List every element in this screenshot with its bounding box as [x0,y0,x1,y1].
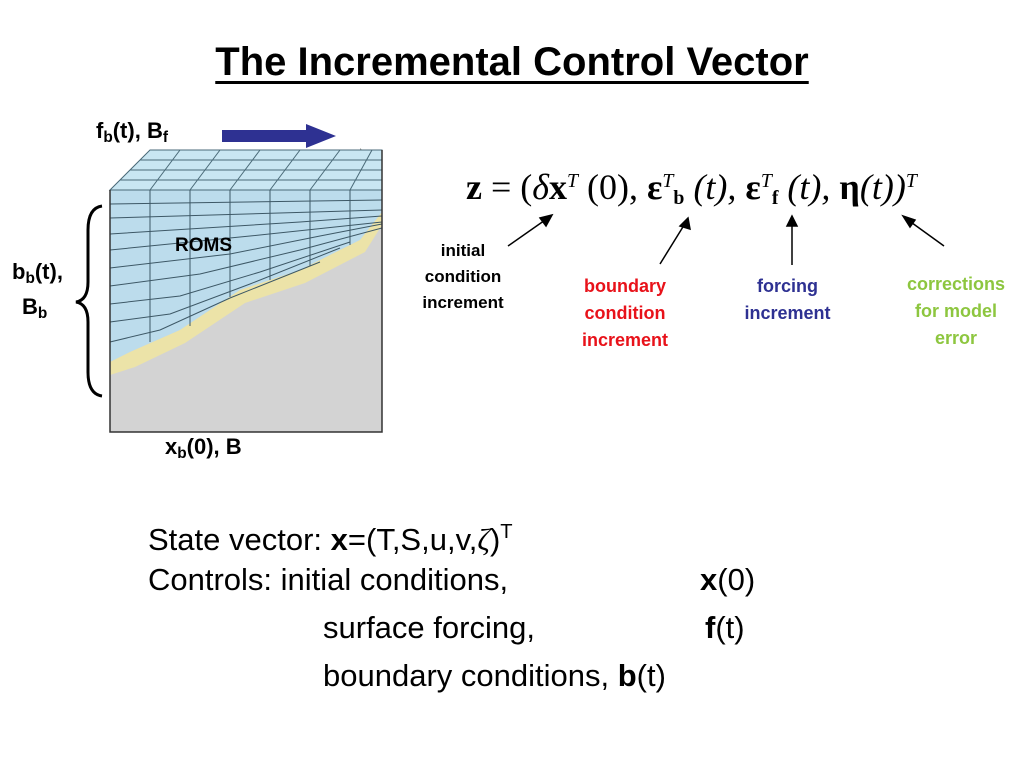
control-vector-equation: z = (δxT (0), εTb (t), εTf (t), η(t))T [466,167,917,209]
annotation-arrows [507,213,945,265]
top-grid [120,149,382,191]
initial-condition-annotation: initial condition increment [422,241,504,312]
roms-label: ROMS [175,235,232,256]
forcing-arrow-shaft [222,130,310,142]
forcing-background-label: fb(t), Bf [96,118,168,146]
state-vector-line: State vector: x=(T,S,u,v,ζ)T [148,521,513,558]
boundary-background-label: bb(t), Bb [12,259,63,322]
sediment-layer [110,212,382,375]
front-grid [109,190,383,343]
boundary-condition-annotation: boundary condition increment [581,276,669,350]
controls-forcing-value: f(t) [705,610,745,645]
controls-line-initial: Controls: initial conditions, [148,562,509,597]
initial-background-label: xb(0), B [165,434,242,462]
controls-initial-value: x(0) [700,562,756,597]
slide-title: The Incremental Control Vector [215,40,809,84]
model-error-annotation: corrections for model error [906,274,1006,348]
boundary-brace [75,204,103,398]
controls-line-boundary: boundary conditions, b(t) [323,658,666,693]
forcing-arrow-head [306,124,336,148]
forcing-increment-annotation: forcing increment [744,276,831,323]
controls-line-forcing: surface forcing, [323,610,535,645]
